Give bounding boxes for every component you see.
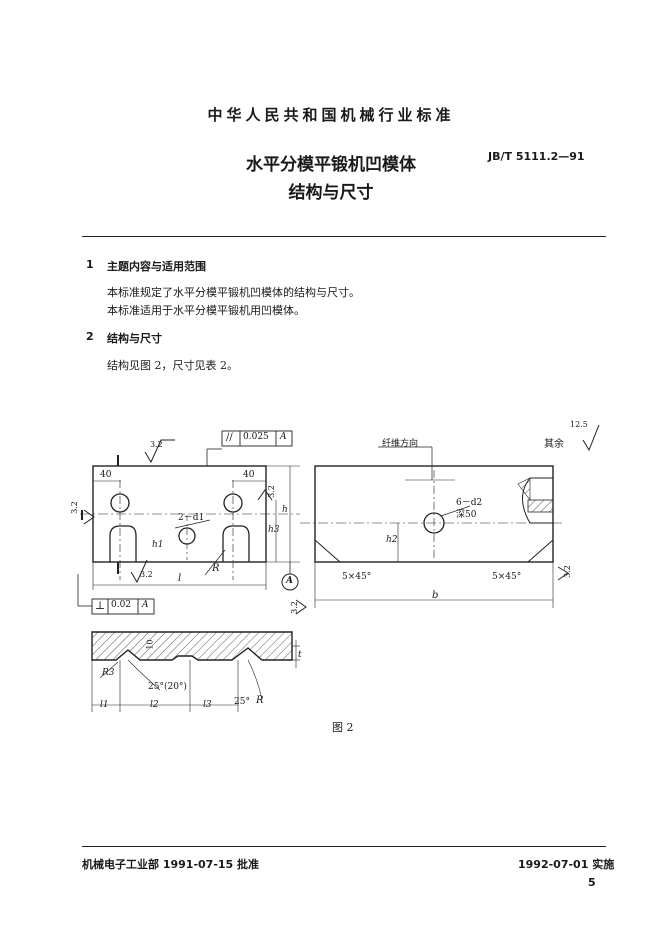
dim-40-right: 40 xyxy=(243,470,255,480)
implementation-note: 1992-07-01 实施 xyxy=(518,858,615,871)
chamfer-right: 5×45° xyxy=(492,572,522,582)
surface-note-value: 12.5 xyxy=(570,420,588,429)
perpendicularity-value: 0.02 xyxy=(111,600,132,610)
perpendicularity-symbol: ⊥ xyxy=(95,599,106,612)
section-1-paragraph-2: 本标准适用于水平分模平锻机用凹模体。 xyxy=(107,304,305,317)
dim-2-d1: 2－d1 xyxy=(178,513,205,523)
section-view-body xyxy=(91,631,293,661)
dim-40-left: 40 xyxy=(100,470,112,480)
figure-caption: 图 2 xyxy=(332,721,354,734)
dim-l1: l1 xyxy=(100,700,109,710)
footer-rule xyxy=(82,846,606,847)
section-2-paragraph-1: 结构见图 2，尺寸见表 2。 xyxy=(107,359,238,372)
roughness-right: 3.2 xyxy=(266,485,276,498)
roughness-top: 3.2 xyxy=(150,440,163,449)
page-number: 5 xyxy=(588,876,596,889)
section-1-number: 1 xyxy=(86,258,94,271)
fiber-direction-label: 纤维方向 xyxy=(382,439,419,449)
dim-R-section: R xyxy=(256,695,264,706)
header-rule xyxy=(82,236,606,237)
parallelism-value: 0.025 xyxy=(243,432,269,442)
surface-note-label: 其余 xyxy=(544,439,564,450)
dim-R: R xyxy=(212,563,220,574)
dim-R3: R3 xyxy=(102,668,115,678)
datum-a-label: A xyxy=(286,576,293,586)
angle-25-20: 25°(20°) xyxy=(148,682,187,692)
roughness-datum: 3.2 xyxy=(289,601,299,614)
roughness-left: 3.2 xyxy=(69,501,79,514)
roughness-bottom: 3.2 xyxy=(140,570,153,579)
dim-t: t xyxy=(298,650,302,660)
standard-title-line1: 水平分模平锻机凹模体 xyxy=(246,155,416,175)
issuing-organization: 中华人民共和国机械行业标准 xyxy=(207,106,455,124)
perpendicularity-datum: A xyxy=(142,600,149,610)
dim-h3: h3 xyxy=(268,525,280,535)
approval-note: 机械电子工业部 1991-07-15 批准 xyxy=(82,858,260,871)
section-2-number: 2 xyxy=(86,330,94,343)
roughness-side: 3.2 xyxy=(562,565,572,578)
section-1-heading: 主题内容与适用范围 xyxy=(107,260,206,273)
standard-title-line2: 结构与尺寸 xyxy=(288,183,374,203)
dim-h1: h1 xyxy=(152,540,164,550)
chamfer-left: 5×45° xyxy=(342,572,372,582)
dim-b: b xyxy=(432,590,439,601)
dim-l3: l3 xyxy=(203,700,212,710)
parallelism-datum: A xyxy=(280,432,287,442)
section-2-heading: 结构与尺寸 xyxy=(107,332,162,345)
dim-h2: h2 xyxy=(386,535,398,545)
dim-l: l xyxy=(178,573,182,584)
angle-25: 25° xyxy=(234,697,250,707)
parallelism-symbol: // xyxy=(226,432,233,443)
dim-l2: l2 xyxy=(150,700,159,710)
depth-note: 深50 xyxy=(456,510,477,520)
section-1-paragraph-1: 本标准规定了水平分模平锻机凹模体的结构与尺寸。 xyxy=(107,286,360,299)
standard-number: JB/T 5111.2—91 xyxy=(488,150,585,163)
dim-6-d2: 6－d2 xyxy=(456,498,483,508)
dim-h: h xyxy=(282,505,288,515)
dim-10: 10 xyxy=(145,639,155,650)
